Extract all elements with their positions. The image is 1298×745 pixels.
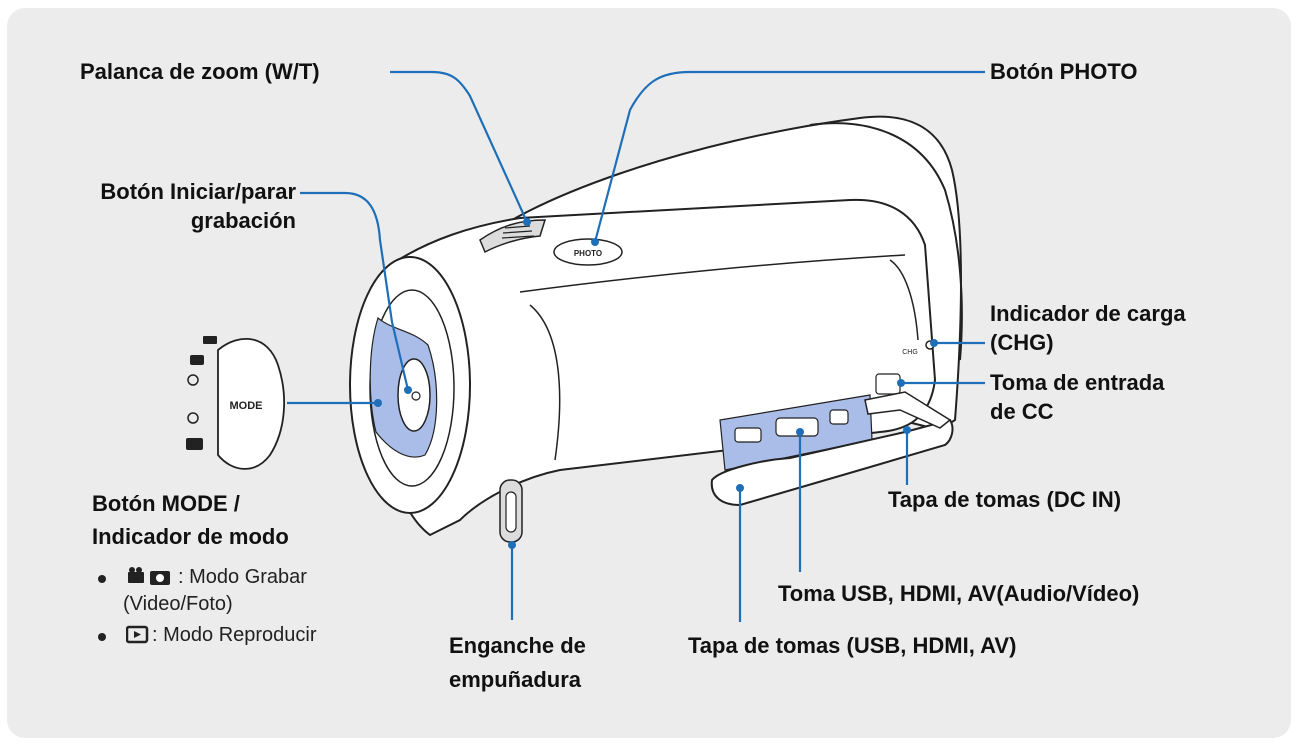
dot-mode	[374, 399, 382, 407]
mode-play-text: : Modo Reproducir	[152, 624, 317, 646]
video-photo-icon	[128, 567, 170, 585]
dot-zoom	[523, 218, 531, 226]
dot-usb-jack	[796, 428, 804, 436]
photo-button	[553, 238, 623, 266]
mode-dial-print: MODE	[230, 400, 263, 412]
play-icon	[126, 625, 149, 644]
label-zoom-lever: Palanca de zoom (W/T)	[80, 59, 320, 84]
mode-dial-icons	[186, 336, 217, 450]
dc-in-jack	[875, 373, 901, 395]
dc-cover	[864, 391, 952, 429]
mode-record-text-line1: : Modo Grabar	[178, 566, 307, 588]
leader-zoom	[390, 70, 529, 223]
leader-dots	[374, 218, 938, 549]
dot-usb-cover	[736, 484, 744, 492]
dot-start-stop	[404, 386, 412, 394]
label-grip-hook-line2: empuñadura	[449, 667, 582, 692]
dot-chg	[930, 339, 938, 347]
body-seam-mid	[529, 304, 561, 461]
zoom-lever-ridges	[501, 225, 535, 239]
zoom-lever	[479, 219, 547, 254]
play-mode-icon	[186, 438, 203, 450]
label-start-stop-line1: Botón Iniciar/parar	[100, 179, 296, 204]
label-charge-indicator-line2: (CHG)	[990, 330, 1054, 355]
leader-lines	[287, 70, 985, 622]
lens-hood	[809, 122, 963, 361]
bullet-play-mode	[98, 633, 106, 641]
dot-dc-cover	[903, 426, 911, 434]
usb-port	[734, 427, 762, 443]
body-seam-top	[519, 254, 906, 293]
leader-photo	[593, 70, 985, 243]
body-seam-right	[889, 259, 919, 341]
mode-led-2	[187, 412, 199, 424]
mode-record-text-line2: (Video/Foto)	[123, 593, 233, 615]
label-mode-button-line1: Botón MODE /	[92, 491, 240, 516]
dot-photo	[591, 238, 599, 246]
video-mode-icon	[203, 336, 217, 344]
hdmi-port	[775, 417, 819, 437]
label-mode-button-line2: Indicador de modo	[92, 524, 289, 549]
label-charge-indicator-line1: Indicador de carga	[990, 301, 1186, 326]
dot-grip	[508, 541, 516, 549]
photo-button-print: PHOTO	[574, 249, 602, 258]
label-photo-button: Botón PHOTO	[990, 59, 1138, 84]
label-dc-in-jack-line2: de CC	[990, 399, 1054, 424]
grip-hook-inner	[505, 491, 517, 533]
label-usb-hdmi-av-jack: Toma USB, HDMI, AV(Audio/Vídeo)	[778, 581, 1140, 606]
mode-led-1	[187, 374, 199, 386]
label-start-stop-line2: grabación	[190, 208, 296, 233]
mode-dial-inset	[217, 337, 286, 470]
chg-print: CHG	[902, 349, 918, 356]
av-port	[829, 409, 849, 425]
label-jack-cover-usb: Tapa de tomas (USB, HDMI, AV)	[688, 633, 1017, 658]
bullet-record-mode	[98, 575, 106, 583]
record-button-dot	[411, 391, 421, 401]
leader-start-stop	[300, 191, 410, 391]
label-grip-hook-line1: Enganche de	[449, 633, 586, 658]
jack-cover-flap	[710, 418, 954, 507]
camera-main-body	[390, 198, 937, 537]
label-jack-cover-dc: Tapa de tomas (DC IN)	[888, 487, 1122, 512]
label-dc-in-jack-line1: Toma de entrada	[990, 370, 1165, 395]
photo-mode-icon	[190, 355, 204, 365]
dot-dc-in	[897, 379, 905, 387]
